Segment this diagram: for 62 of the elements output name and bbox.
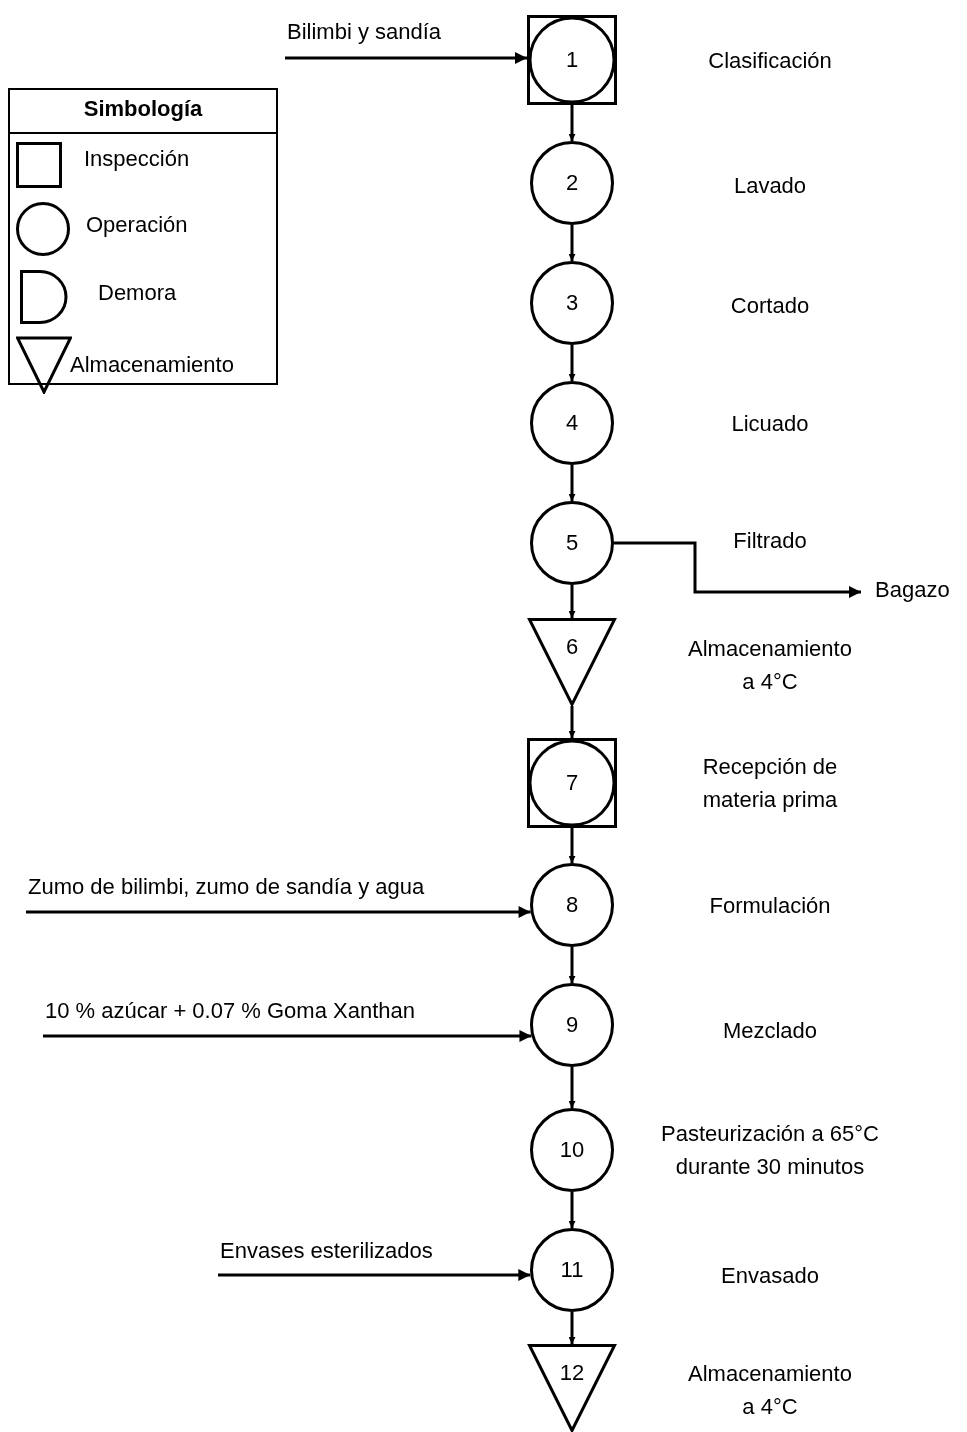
arrow — [568, 706, 576, 738]
operation-circle — [530, 261, 614, 345]
operation-circle — [530, 1228, 614, 1312]
arrow — [568, 465, 576, 501]
arrow — [26, 906, 531, 918]
operation-circle — [530, 983, 614, 1067]
step-number: 10 — [558, 1139, 586, 1161]
step-label: Envasado — [720, 1261, 820, 1290]
arrow — [568, 585, 576, 618]
storage-triangle — [528, 1344, 616, 1432]
step-number: 4 — [564, 412, 580, 434]
step-label: Pasteurización a 65°C durante 30 minutos — [660, 1120, 880, 1181]
step-label: Clasificación — [707, 46, 833, 75]
input-label: Bilimbi y sandía — [285, 21, 444, 58]
step-label: Mezclado — [721, 1016, 819, 1045]
operation-circle — [530, 141, 614, 225]
step-number: 2 — [564, 172, 580, 194]
operation-circle — [530, 863, 614, 947]
arrow — [614, 541, 861, 598]
step-number: 5 — [564, 532, 580, 554]
step-label: Licuado — [730, 409, 810, 438]
operation-inspection-symbol — [527, 15, 617, 105]
operation-circle — [530, 381, 614, 465]
operation-circle — [530, 501, 614, 585]
step-number: 11 — [559, 1259, 585, 1281]
step-label: Almacenamiento a 4°C — [687, 635, 853, 696]
arrow — [568, 345, 576, 381]
step-label: Recepción de materia prima — [701, 753, 839, 814]
step-number: 6 — [564, 636, 580, 659]
step-number: 3 — [564, 292, 580, 314]
step-label: Formulación — [708, 891, 832, 920]
arrow — [568, 947, 576, 983]
input-label: Envases esterilizados — [218, 1240, 435, 1275]
operation-circle — [530, 1108, 614, 1192]
legend-label: Operación — [86, 212, 188, 238]
step-label: Filtrado — [732, 526, 808, 555]
arrow — [568, 1192, 576, 1228]
step-label: Lavado — [732, 171, 808, 200]
arrow — [568, 225, 576, 261]
arrow — [43, 1030, 532, 1042]
input-label: 10 % azúcar + 0.07 % Goma Xanthan — [43, 1000, 417, 1036]
input-label: Bagazo — [873, 579, 952, 605]
operation-inspection-symbol — [527, 738, 617, 828]
arrow — [568, 828, 576, 863]
step-label: Cortado — [729, 291, 811, 320]
step-number: 1 — [564, 49, 580, 71]
arrow — [568, 1312, 576, 1344]
step-label: Almacenamiento a 4°C — [687, 1360, 853, 1421]
legend-label: Demora — [98, 280, 177, 306]
legend-label: Inspección — [84, 146, 190, 172]
storage-triangle — [528, 618, 616, 706]
step-number: 8 — [564, 894, 580, 916]
legend-title: Simbología — [82, 96, 204, 122]
legend-label: Almacenamiento — [70, 352, 234, 378]
arrow — [568, 1067, 576, 1108]
arrow — [285, 52, 527, 64]
step-number: 12 — [558, 1362, 586, 1385]
arrow — [568, 105, 576, 141]
step-number: 7 — [564, 772, 580, 794]
arrow — [218, 1269, 531, 1281]
step-number: 9 — [564, 1014, 580, 1036]
input-label: Zumo de bilimbi, zumo de sandía y agua — [26, 876, 427, 912]
